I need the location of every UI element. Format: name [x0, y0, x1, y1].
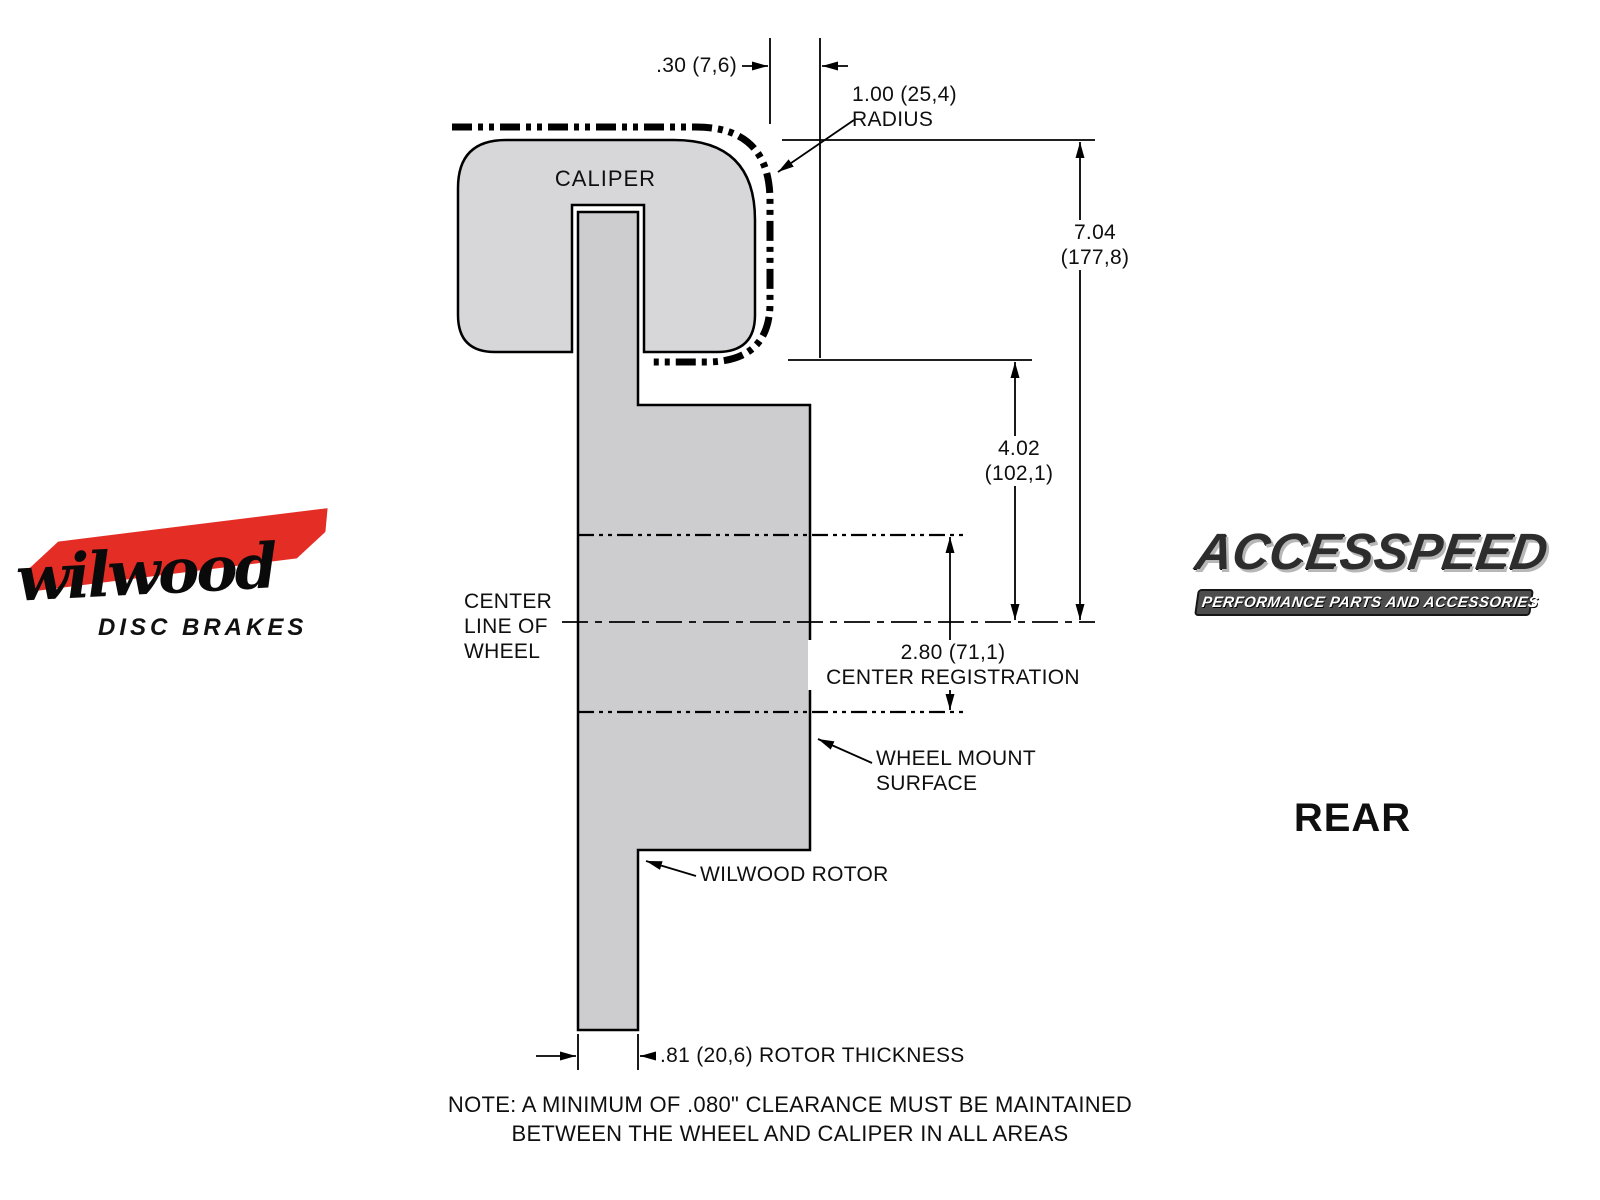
dim-center-registration: 2.80 (71,1) CENTER REGISTRATION: [808, 640, 1098, 690]
accesspeed-wordmark: ACCESSPEED: [1191, 523, 1552, 580]
wilwood-wordmark: wilwood: [14, 529, 277, 616]
caliper-label: CALIPER: [554, 166, 657, 191]
rotor-leader: [645, 860, 697, 877]
radius-leader: [777, 119, 855, 173]
accesspeed-logo: ACCESSPEED PERFORMANCE PARTS AND ACCESSO…: [1192, 522, 1551, 616]
dim-caliper-to-center: 4.02 (102,1): [962, 436, 1076, 486]
accesspeed-subtitle: PERFORMANCE PARTS AND ACCESSORIES: [1194, 589, 1540, 616]
dim-radius: 1.00 (25,4) RADIUS: [852, 83, 957, 131]
clearance-dashed-outline: [452, 123, 774, 366]
rotor-label: WILWOOD ROTOR: [700, 863, 889, 886]
caliper-shape: [456, 138, 757, 354]
clearance-note: NOTE: A MINIMUM OF .080" CLEARANCE MUST …: [447, 1092, 1133, 1146]
rotor-hat-shape: [576, 210, 812, 1032]
wilwood-logo: wilwood DISC BRAKES: [12, 518, 332, 648]
wheel-mount-label: WHEEL MOUNT SURFACE: [876, 747, 1037, 795]
position-label: REAR: [1293, 796, 1412, 840]
center-line-label: CENTER LINE OF WHEEL: [464, 590, 553, 663]
dim-overall-height: 7.04 (177,8): [1036, 220, 1154, 270]
dim-rotor-thickness: .81 (20,6) ROTOR THICKNESS: [660, 1044, 965, 1067]
wheel-mount-leader: [817, 738, 873, 764]
dim-clearance-top: .30 (7,6): [656, 54, 737, 77]
wilwood-subtitle: DISC BRAKES: [98, 614, 308, 641]
